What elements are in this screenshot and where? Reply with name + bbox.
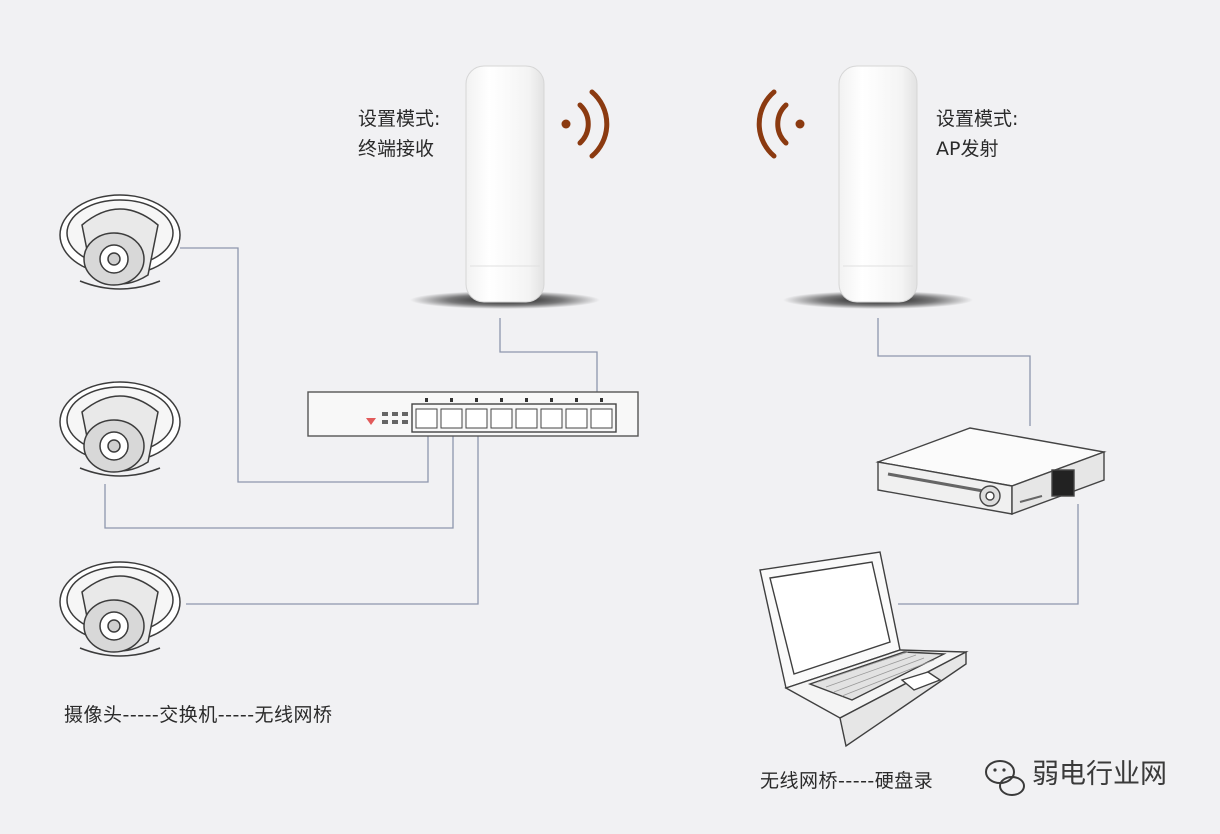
dome-camera xyxy=(59,381,181,477)
cable-camera1-switch xyxy=(180,247,429,483)
wireless-bridge-right xyxy=(783,65,973,309)
left-bridge-mode-label: 设置模式: 终端接收 xyxy=(358,104,440,164)
caption-camera-switch-bridge: 摄像头-----交换机-----无线网桥 xyxy=(64,704,333,726)
cable-switch-left-bridge xyxy=(499,318,598,392)
cables xyxy=(104,247,1079,605)
network-switch xyxy=(307,391,639,437)
right-bridge-mode-label: 设置模式: AP发射 xyxy=(936,104,1018,164)
left-bridge-mode-title: 设置模式: xyxy=(358,108,441,130)
nvr-recorder xyxy=(875,427,1107,516)
wechat-logo-icon xyxy=(985,760,1025,796)
right-bridge-mode-value: AP发射 xyxy=(936,138,999,160)
left-bridge-mode-value: 终端接收 xyxy=(358,138,435,160)
cable-right-bridge-nvr xyxy=(877,318,1031,426)
right-bridge-mode-title: 设置模式: xyxy=(936,108,1019,130)
laptop xyxy=(759,551,969,748)
wireless-bridge-left xyxy=(410,65,600,309)
watermark-text: 弱电行业网 xyxy=(1032,759,1167,790)
cable-camera3-switch xyxy=(186,436,479,605)
dome-camera xyxy=(59,194,181,290)
cable-nvr-laptop xyxy=(898,504,1079,605)
caption-bridge-recorder: 无线网桥-----硬盘录 xyxy=(760,770,934,792)
wifi-signal-icon xyxy=(561,89,610,159)
dome-camera xyxy=(59,561,181,657)
wifi-signal-icon xyxy=(756,89,805,159)
cable-camera2-switch xyxy=(104,436,454,529)
